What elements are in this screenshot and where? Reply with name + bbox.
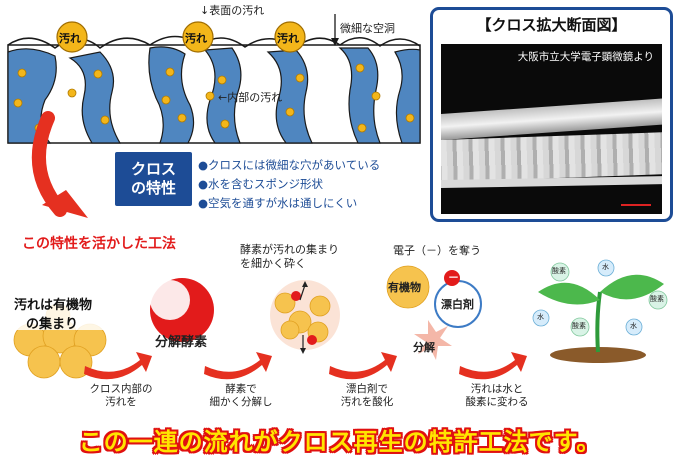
cavity-arrow-head (331, 38, 339, 46)
break-line1: 酵素が汚れの集まり (240, 243, 339, 256)
step-arrows (84, 352, 527, 380)
minus-sign: － (448, 271, 459, 284)
electron-circle (444, 270, 460, 286)
bleach-label: 漂白剤 (441, 298, 474, 311)
step-2-line1: 酵素で (225, 383, 257, 395)
enzyme-highlight (150, 280, 190, 320)
leaf-left (538, 282, 600, 305)
plant-stem (595, 291, 602, 353)
step-4-line2: 酸素に変わる (465, 396, 529, 409)
decompose-label: 分解 (413, 341, 435, 354)
cross-section-photo-panel: 【クロス拡大断面図】 大阪市立大学電子顕微鏡より (430, 7, 673, 222)
organic-line1: 汚れは有機物 (14, 298, 93, 313)
break-line2: を細かく砕く (240, 257, 306, 270)
process-title: この特性を活かした工法 (22, 236, 176, 252)
step-1-line2: 汚れを (105, 396, 137, 409)
characteristics-box-line2: の特性 (130, 179, 176, 197)
feature-item-3: ●空気を通すが水は通しにくい (198, 196, 358, 210)
dirt-label-2: 汚れ (185, 32, 207, 45)
break-enzyme-dots (291, 291, 317, 345)
photo-caption: 大阪市立大学電子顕微鏡より (517, 51, 654, 63)
break-arrow-1-head (302, 281, 308, 287)
organic-small-circle (386, 265, 430, 309)
step-4-line1: 汚れは水と (470, 383, 524, 395)
red-curve-arrow-head (42, 190, 88, 218)
organic-text-bg (10, 290, 110, 330)
characteristics-box-line1: クロス (130, 159, 176, 178)
photo-title: 【クロス拡大断面図】 (476, 16, 627, 34)
water-label-2: 水 (537, 313, 544, 321)
surface-dirt-circles (56, 21, 306, 53)
organic-small-label: 有機物 (388, 281, 421, 294)
oxygen-label-3: 酸素 (650, 295, 664, 303)
step-2-line2: 細かく分解し (209, 396, 273, 409)
surface-dirt-label: ↓表面の汚れ (200, 4, 265, 17)
break-arrow-2-head (300, 348, 306, 354)
step-1-line1: クロス内部の (89, 383, 153, 395)
water-label-3: 水 (630, 322, 637, 330)
microscope-image: 大阪市立大学電子顕微鏡より (441, 44, 662, 214)
feature-item-2: ●水を含むスポンジ形状 (198, 177, 324, 191)
water-label-1: 水 (602, 263, 609, 271)
step-caption-2: 酵素で 細かく分解し (196, 383, 286, 409)
oxygen-bubbles (550, 262, 668, 337)
step-3-line2: 汚れを酸化 (340, 396, 394, 409)
scale-bar (621, 204, 651, 206)
characteristics-box: クロス の特性 (115, 152, 192, 206)
cloth-layer-middle (441, 131, 662, 183)
bottom-message: この一連の流れがクロス再生の特許工法です。 (78, 428, 602, 456)
water-bubbles (532, 259, 643, 336)
dirt-label-3: 汚れ (277, 32, 299, 45)
decompose-burst (414, 320, 452, 360)
break-arrow-1 (299, 284, 306, 301)
soil (550, 347, 646, 363)
feature-item-1: ●クロスには微細な穴があいている (198, 158, 381, 172)
cloth-fibers (7, 46, 421, 144)
step-caption-1: クロス内部の 汚れを (76, 383, 166, 409)
dirt-label-1: 汚れ (59, 32, 81, 45)
micro-cavity-label: 微細な空洞 (340, 22, 395, 35)
inner-dirt-particles (13, 63, 415, 133)
inner-dirt-label: ←内部の汚れ (218, 91, 283, 104)
step-3-line1: 漂白剤で (346, 383, 388, 395)
enzyme-label: 分解酵素 (155, 335, 208, 350)
oxygen-label-2: 酸素 (572, 322, 586, 330)
electron-label: 電子（－）を奪う (393, 244, 481, 257)
leaf-right (600, 274, 664, 300)
organic-line2: の集まり (26, 317, 79, 332)
oxygen-label-1: 酸素 (552, 267, 566, 275)
step-caption-3: 漂白剤で 汚れを酸化 (322, 383, 412, 409)
step-caption-4: 汚れは水と 酸素に変わる (452, 383, 542, 409)
